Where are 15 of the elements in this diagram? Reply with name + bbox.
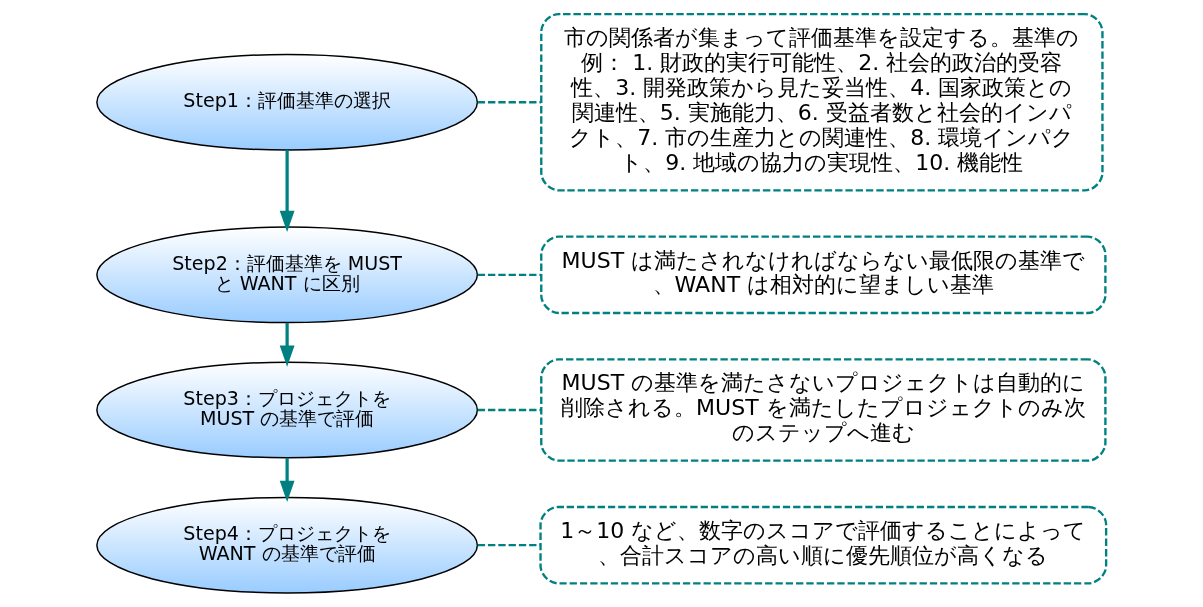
connector (477, 273, 542, 277)
node-ellipse: Step4：プロジェクトを WANT の基準で評価 (96, 496, 479, 594)
connector (477, 408, 542, 412)
node-box: MUST の基準を満たさないプロジェクトは自動的に削除される。MUST を満たしたプロジェクトのみ次のステップへ進む (540, 358, 1107, 462)
arrow (279, 322, 295, 367)
node-ellipse: Step2：評価基準を MUST と WANT に区別 (96, 226, 479, 324)
connector (477, 101, 541, 104)
node-box: 市の関係者が集まって評価基準を設定する。基準の例： 1. 財政的実行可能性、2. 社会的政治的受容性、3. 開発政策から見た妥当性、4. 国家政策との関連性、5. 実施能力、6. 受益者数と社会的インパクト、7. 市の生産力との関連性、8. 環境インパクト、9. 地域の協力の実現性、10. 機能性 (540, 12, 1104, 192)
arrow (279, 458, 295, 502)
arrow (279, 150, 295, 232)
connector (477, 544, 541, 547)
node-box: MUST は満たされなければならない最低限の基準で、WANT は相対的に望ましい基準 (540, 235, 1107, 315)
node-ellipse: Step3：プロジェクトを MUST の基準で評価 (96, 361, 479, 459)
node-ellipse: Step1：評価基準の選択 (96, 53, 479, 151)
node-box: 1～10 など、数字のスコアで評価することによって、合計スコアの高い順に優先順位が高くなる (539, 505, 1108, 585)
